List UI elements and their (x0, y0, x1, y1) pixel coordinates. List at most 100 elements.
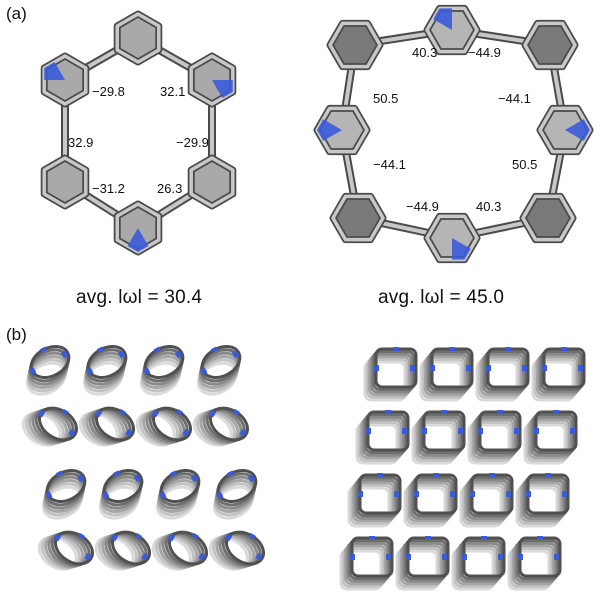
left-stack-7-layer-3 (142, 409, 183, 445)
right-stack-10-layer-2 (410, 478, 454, 520)
left-angle-2: 32.1 (160, 84, 185, 99)
right-stack-11-nitrogen-b (506, 491, 511, 497)
right-stack-10-layer-5 (403, 486, 447, 528)
right-stack-14-layer-4 (397, 546, 441, 588)
left-stack-14-nitrogen-a (110, 533, 119, 542)
right-stack-2-nitrogen-b (466, 365, 471, 371)
left-stack-11-layer-2 (158, 475, 199, 510)
right-stack-15-layer-4 (453, 546, 497, 588)
right-ring-8-nitrogen (317, 119, 342, 141)
right-stack-15 (451, 536, 506, 591)
left-angle-6: 26.3 (157, 181, 182, 196)
panel-b-label: (b) (6, 325, 27, 344)
left-stack-9-nitrogen-c (55, 470, 64, 477)
right-ring-2-nitrogen (433, 8, 452, 30)
right-stack-10 (403, 473, 458, 528)
left-stack-5-nitrogen-c (61, 408, 70, 416)
right-stack-5-nitrogen-c (385, 410, 391, 414)
right-stack-8-layer-4 (525, 420, 569, 462)
right-stack-11-nitrogen-a (470, 491, 475, 497)
right-stack-9-nitrogen-a (358, 491, 363, 497)
right-ring-5-highlight (521, 194, 575, 242)
right-stack-4-layer-2 (538, 352, 582, 394)
right-stack-12-nitrogen-b (562, 491, 567, 497)
left-stack-12-nitrogen-b (247, 474, 256, 483)
right-stack-7-layer-5 (467, 423, 511, 465)
right-stack-3-nitrogen-b (522, 365, 527, 371)
right-stack-8-layer-5 (523, 423, 567, 465)
right-stack-9-layer-5 (347, 486, 391, 528)
left-stack-9-nitrogen-b (76, 474, 85, 483)
right-stack-5-layer-5 (355, 423, 399, 465)
left-macrocycle-structure (40, 10, 237, 256)
left-stack-5 (21, 406, 79, 447)
right-stack-4 (531, 347, 586, 402)
right-angle-7: −44.9 (406, 199, 439, 214)
right-stack-1-layer-3 (367, 355, 411, 397)
right-stack-4-layer-4 (533, 357, 577, 399)
left-stack-15-nitrogen-a (167, 533, 176, 542)
left-stack-3-nitrogen-c (153, 346, 162, 353)
right-stack-6 (411, 410, 466, 465)
left-stack-3 (140, 344, 185, 396)
right-stack-10-layer-3 (407, 481, 451, 523)
right-stack-12-layer-2 (522, 478, 566, 520)
right-stack-7 (467, 410, 522, 465)
left-angle-4: −29.9 (176, 135, 209, 150)
left-packing-stacks (21, 344, 266, 571)
right-stack-6-nitrogen-b (458, 428, 463, 434)
right-macrocycle-structure (313, 4, 594, 264)
left-stack-3-nitrogen-a (143, 367, 151, 375)
right-stack-9 (347, 473, 402, 528)
panel-a-label: (a) (6, 4, 27, 23)
left-stack-11-nitrogen-c (169, 470, 178, 477)
left-stack-1-nitrogen-a (29, 367, 37, 375)
left-stack-16-nitrogen-b (255, 552, 263, 561)
left-stack-11-nitrogen-a (159, 491, 167, 499)
left-stack-10-layer-2 (101, 475, 142, 510)
right-stack-3-layer-4 (477, 357, 521, 399)
left-stack-15-layer-3 (158, 533, 199, 569)
left-stack-16-layer-2 (218, 532, 259, 568)
right-stack-4-layer-5 (531, 360, 575, 402)
right-stack-3-nitrogen-c (505, 347, 511, 351)
left-stack-15-nitrogen-b (198, 552, 206, 561)
right-ring-1-highlight (328, 21, 382, 69)
left-stack-4-layer-2 (199, 351, 240, 386)
right-stack-11-nitrogen-c (489, 473, 495, 477)
right-ring-6-nitrogen (452, 238, 471, 260)
right-angle-4: −44.1 (498, 91, 531, 106)
left-stack-8-layer-3 (199, 409, 240, 445)
right-stack-11-layer-5 (459, 486, 503, 528)
right-stack-6-nitrogen-a (422, 428, 427, 434)
right-stack-15-layer-3 (455, 544, 499, 586)
right-stack-2 (419, 347, 474, 402)
right-stack-15-layer-5 (451, 549, 495, 591)
right-stack-8-nitrogen-a (534, 428, 539, 434)
left-stack-2-layer-2 (85, 351, 126, 386)
right-stack-9-nitrogen-b (394, 491, 399, 497)
right-stack-8-nitrogen-b (570, 428, 575, 434)
right-stack-8-layer-3 (527, 418, 571, 460)
right-stack-8-nitrogen-c (553, 410, 559, 414)
right-stack-14-nitrogen-b (442, 554, 447, 560)
right-angle-3: 50.5 (373, 91, 398, 106)
left-stack-16-nitrogen-c (248, 532, 257, 540)
right-stack-5-nitrogen-a (366, 428, 371, 434)
right-stack-2-nitrogen-c (449, 347, 455, 351)
left-stack-3-layer-2 (142, 351, 183, 386)
left-stack-7-nitrogen-c (175, 408, 184, 416)
right-angle-6: 50.5 (512, 157, 537, 172)
left-stack-1-nitrogen-c (39, 346, 48, 353)
right-stack-9-layer-2 (354, 478, 398, 520)
right-stack-10-layer-4 (405, 483, 449, 525)
left-stack-1-layer-2 (28, 351, 69, 386)
right-stack-3-layer-5 (475, 360, 519, 402)
right-stack-1-layer-4 (365, 357, 409, 399)
left-stack-11-nitrogen-b (190, 474, 199, 483)
left-angle-5: −31.2 (92, 181, 125, 196)
left-stack-8-nitrogen-b (239, 428, 247, 437)
right-stack-15-nitrogen-b (498, 554, 503, 560)
